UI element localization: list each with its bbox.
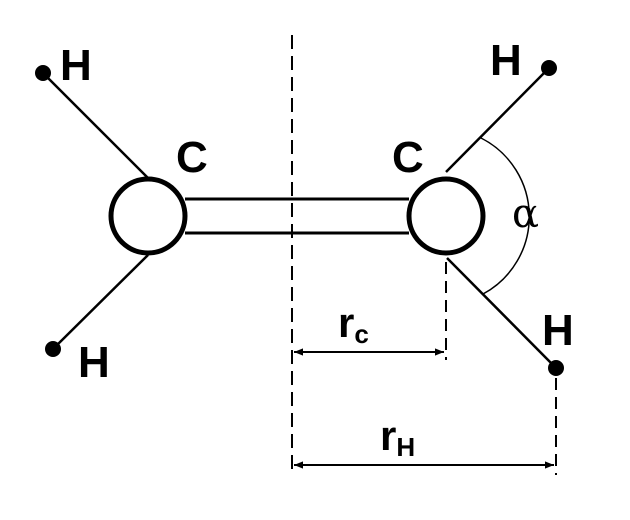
carbon-atom-right [406,176,486,256]
angle-arc [480,137,530,295]
hydrogen-dot-bottom-right [548,360,564,376]
hydrogen-dot-top-left [35,65,51,81]
label-rh: rH [380,412,415,462]
hydrogen-dot-top-right [541,60,557,76]
label-c-left: C [176,133,208,182]
bond-ch-top-left [42,72,149,179]
label-angle-alpha: α [512,191,539,237]
label-h-bottom-left: H [78,338,110,387]
label-rc: rc [338,299,369,349]
label-h-top-left: H [60,41,92,90]
bond-ch-top-right [445,67,550,173]
carbon-atom-left [108,176,188,256]
label-h-bottom-right: H [542,306,574,355]
hydrogen-dot-bottom-left [45,341,61,357]
label-h-top-right: H [490,36,522,85]
bond-ch-bottom-right [446,257,557,369]
label-c-right: C [392,133,424,182]
bond-ch-bottom-left [52,254,149,350]
